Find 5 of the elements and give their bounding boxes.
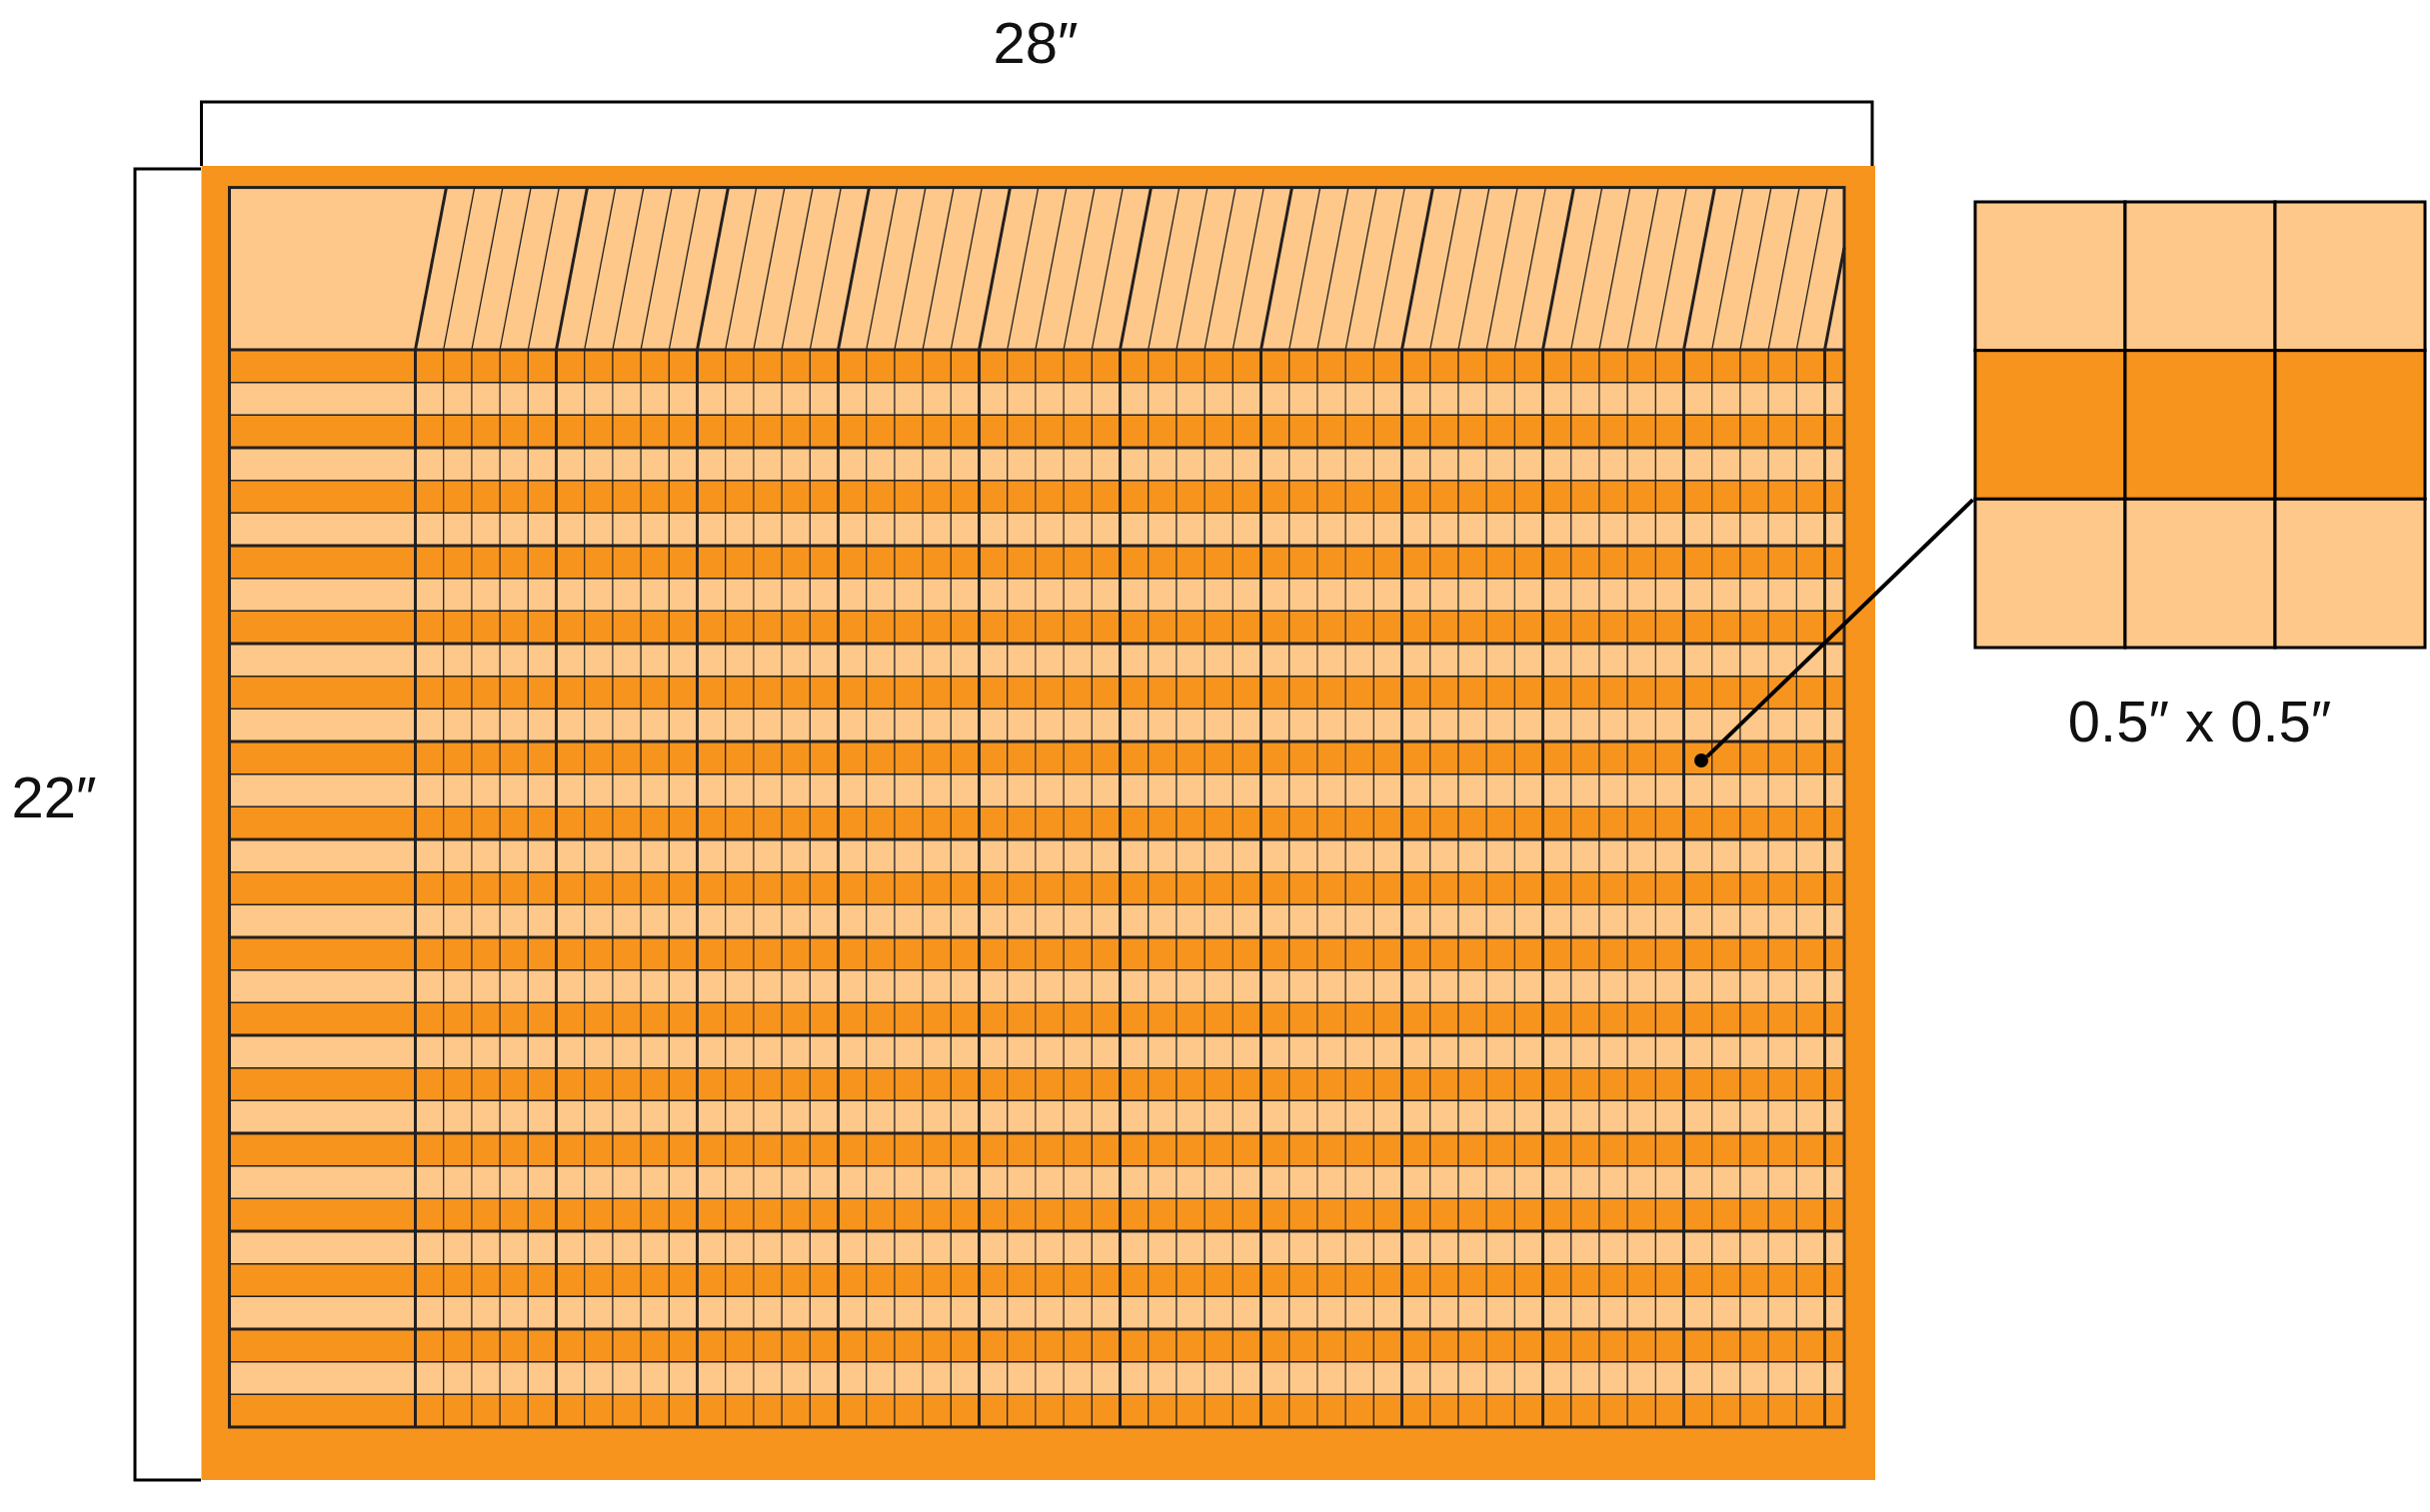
leader-line [1705,498,1974,758]
dimension-label: 28″ [993,14,1079,72]
magnified-grid-drawing [1972,200,2427,650]
dimension-label: 0.5″ x 0.5″ [2067,693,2332,751]
dimension-label: 22″ [11,768,97,826]
